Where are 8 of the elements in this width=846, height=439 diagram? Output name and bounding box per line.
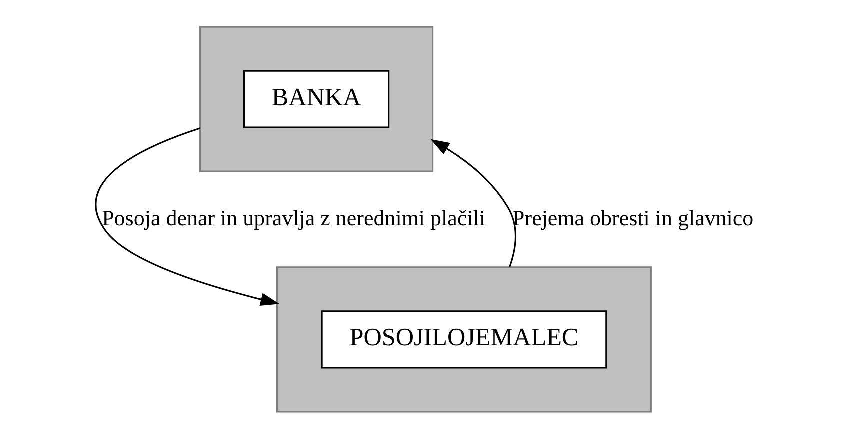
arrow [94, 128, 280, 306]
edge-label: Posoja denar in upravlja z nerednimi plačili [102, 205, 485, 230]
cluster [276, 266, 652, 413]
cluster [199, 26, 434, 172]
arrow [430, 139, 516, 268]
node-box: POSOJILOJEMALEC [320, 310, 607, 369]
node-box: BANKA [243, 70, 390, 128]
edge-label: Prejema obresti in glavnico [512, 205, 754, 230]
